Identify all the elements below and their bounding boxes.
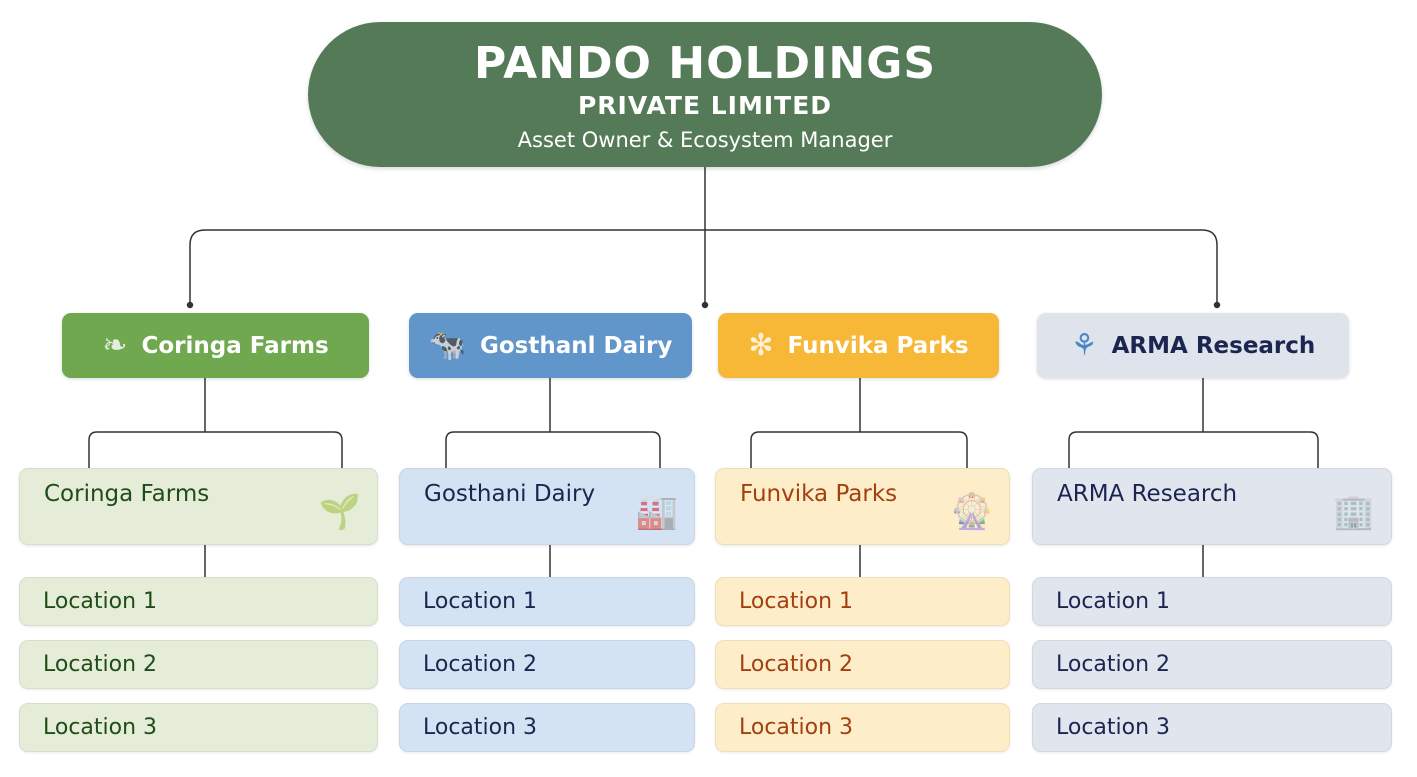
location-label: Location 1 xyxy=(1056,589,1171,614)
division-name: Funvika Parks xyxy=(787,332,969,359)
location-item[interactable]: Location 2 xyxy=(19,640,378,689)
location-label: Location 1 xyxy=(739,589,854,614)
location-label: Location 2 xyxy=(1056,652,1171,677)
location-label: Location 3 xyxy=(739,715,854,740)
location-label: Location 3 xyxy=(423,715,538,740)
division-name: Gosthanl Dairy xyxy=(480,332,673,359)
division-subtitle: Gosthani Dairy xyxy=(424,481,596,507)
location-item[interactable]: Location 3 xyxy=(399,703,695,752)
leaf-icon: ❧ xyxy=(102,328,128,363)
division-node[interactable]: ❧ Coringa Farms xyxy=(62,313,369,378)
location-item[interactable]: Location 1 xyxy=(715,577,1010,626)
flower-icon: ✻ xyxy=(748,328,774,363)
location-label: Location 3 xyxy=(1056,715,1171,740)
company-type: PRIVATE LIMITED xyxy=(577,91,833,120)
location-item[interactable]: Location 1 xyxy=(19,577,378,626)
location-item[interactable]: Location 1 xyxy=(399,577,695,626)
division-subtitle: ARMA Research xyxy=(1057,481,1238,507)
location-item[interactable]: Location 2 xyxy=(1032,640,1392,689)
location-label: Location 3 xyxy=(43,715,158,740)
location-label: Location 2 xyxy=(43,652,158,677)
location-label: Location 2 xyxy=(739,652,854,677)
division-node[interactable]: ⚘ ARMA Research xyxy=(1037,313,1349,378)
illustration-icon: 🌱 xyxy=(318,492,361,532)
division-detail-node[interactable]: Gosthani Dairy 🏭 xyxy=(399,468,695,545)
company-name: PANDO HOLDINGS xyxy=(473,38,937,89)
cow-icon: 🐄 xyxy=(428,328,466,363)
division-detail-node[interactable]: Coringa Farms 🌱 xyxy=(19,468,378,545)
connector-top-bracket xyxy=(189,229,1218,305)
root-node: PANDO HOLDINGS PRIVATE LIMITED Asset Own… xyxy=(308,22,1102,167)
illustration-icon: 🏢 xyxy=(1332,492,1375,532)
location-item[interactable]: Location 3 xyxy=(715,703,1010,752)
location-item[interactable]: Location 2 xyxy=(715,640,1010,689)
division-name: Coringa Farms xyxy=(141,332,329,359)
location-item[interactable]: Location 1 xyxy=(1032,577,1392,626)
division-subtitle: Coringa Farms xyxy=(44,481,210,507)
location-label: Location 2 xyxy=(423,652,538,677)
division-node[interactable]: ✻ Funvika Parks xyxy=(718,313,999,378)
location-item[interactable]: Location 3 xyxy=(1032,703,1392,752)
division-name: ARMA Research xyxy=(1111,332,1316,359)
location-item[interactable]: Location 3 xyxy=(19,703,378,752)
location-label: Location 1 xyxy=(43,589,158,614)
location-item[interactable]: Location 2 xyxy=(399,640,695,689)
division-subtitle: Funvika Parks xyxy=(740,481,898,507)
division-detail-node[interactable]: Funvika Parks 🎡 xyxy=(715,468,1010,545)
molecule-icon: ⚘ xyxy=(1070,328,1098,363)
division-node[interactable]: 🐄 Gosthanl Dairy xyxy=(409,313,692,378)
location-label: Location 1 xyxy=(423,589,538,614)
company-role: Asset Owner & Ecosystem Manager xyxy=(517,128,893,152)
illustration-icon: 🏭 xyxy=(635,492,678,532)
division-detail-node[interactable]: ARMA Research 🏢 xyxy=(1032,468,1392,545)
illustration-icon: 🎡 xyxy=(950,492,993,532)
column-connectors xyxy=(88,378,1319,577)
